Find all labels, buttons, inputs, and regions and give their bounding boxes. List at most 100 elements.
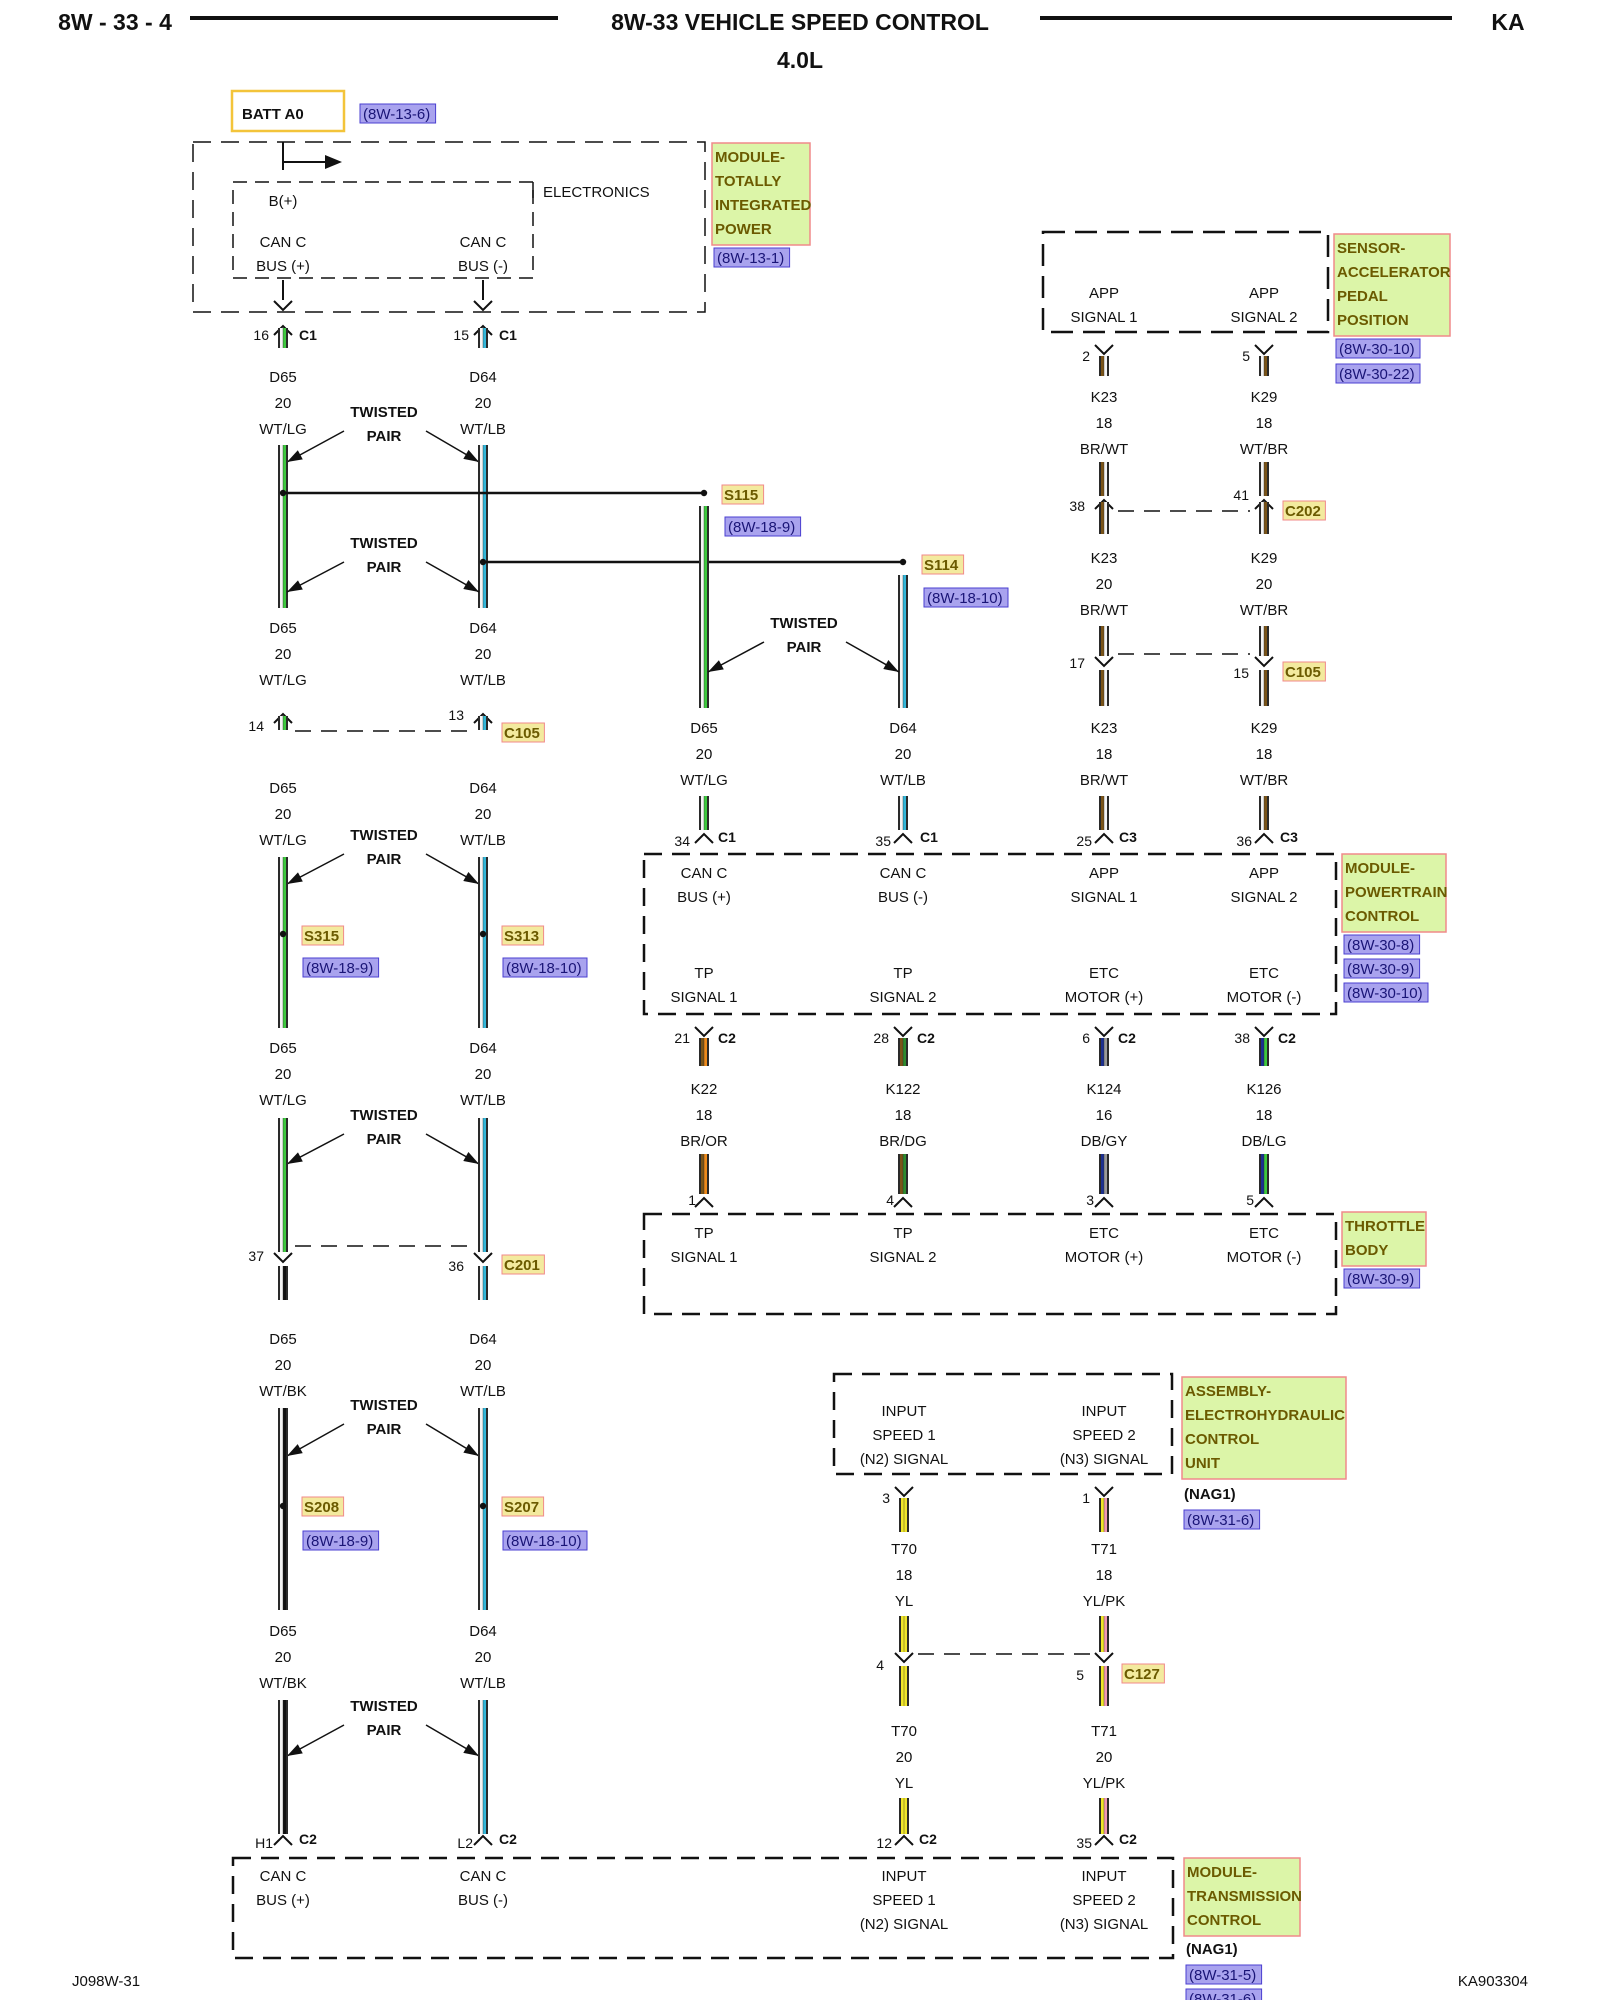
nag1-label: (NAG1) (1186, 1941, 1238, 1958)
arrowhead-icon (287, 1444, 303, 1456)
wire-d65-tracer (283, 1118, 286, 1252)
label: CAN C (260, 234, 307, 251)
arrow-right-icon (325, 155, 342, 169)
electronics-label: ELECTRONICS (543, 184, 650, 201)
component-name: TRANSMISSION (1187, 1888, 1302, 1905)
wire-d65-tracer (704, 506, 707, 708)
pin-number: 5 (1242, 348, 1250, 364)
wire-tracer (904, 1798, 907, 1834)
pcm-outline (642, 852, 1338, 1016)
wire-color-code: DB/GY (1081, 1133, 1128, 1150)
wire-tracer (1264, 626, 1267, 656)
pin-terminal-icon (1094, 1026, 1114, 1038)
connector-id: C1 (920, 829, 938, 845)
pin-terminal-icon (894, 1486, 914, 1498)
splice-tag (301, 925, 345, 946)
wire-tracer (1104, 1798, 1107, 1834)
label: INPUT (1082, 1868, 1127, 1885)
reference-link: (8W-13-1) (717, 250, 784, 267)
wire-d64 (478, 1700, 488, 1834)
pin-number: 36 (1236, 833, 1252, 849)
wire-gauge: 20 (475, 646, 492, 663)
splice-dot-icon (479, 1502, 487, 1510)
batt-a0-label: BATT A0 (242, 106, 304, 123)
pin-number: 3 (882, 1490, 890, 1506)
wire (1259, 796, 1269, 830)
label: INPUT (882, 1403, 927, 1420)
label: SPEED 2 (1072, 1427, 1135, 1444)
wire-circuit: D65 (269, 369, 297, 386)
wire-tracer (1104, 1616, 1107, 1652)
wire-circuit: T70 (891, 1541, 917, 1558)
wire-gauge: 20 (475, 1357, 492, 1374)
wire-d65-primary (280, 328, 283, 348)
twisted-pair-label: TWISTED (350, 535, 418, 552)
label: CAN C (460, 1868, 507, 1885)
wire-primary (701, 796, 704, 830)
connector-id: C202 (1285, 503, 1321, 520)
label: ETC (1089, 965, 1119, 982)
pin-number: 13 (448, 707, 464, 723)
wire-primary (1101, 1666, 1104, 1706)
wire-tb (898, 1154, 908, 1194)
component-name: SENSOR- (1337, 240, 1405, 257)
wire-gauge: 16 (1096, 1107, 1113, 1124)
label: SIGNAL 1 (1071, 889, 1138, 906)
splice-tag (921, 554, 965, 575)
wire-color-code: YL (895, 1593, 913, 1610)
wire-color-code: WT/LG (259, 832, 307, 849)
splice-id: S115 (724, 487, 758, 504)
pin-terminal-icon (694, 1196, 714, 1208)
wire-tracer (1264, 502, 1267, 534)
component-name: ASSEMBLY- (1185, 1383, 1271, 1400)
wire-d65-primary (280, 445, 283, 608)
pin-terminal-icon (1094, 1834, 1114, 1846)
label: SIGNAL 2 (1231, 889, 1298, 906)
label: SIGNAL 1 (671, 1249, 738, 1266)
wire-gauge: 18 (895, 1107, 912, 1124)
wire-d64-tracer (483, 1118, 486, 1252)
wire-color-code: DB/LG (1241, 1133, 1286, 1150)
wire-tb-tracer (1264, 1154, 1267, 1194)
connector-tag (1121, 1663, 1165, 1684)
wire-k23-tracer (1104, 356, 1107, 376)
pin-number: 1 (688, 1192, 696, 1208)
wire-d65-primary (280, 1118, 283, 1252)
wire-color-code: WT/BR (1240, 602, 1288, 619)
arrowhead-icon (708, 660, 724, 672)
wire (1099, 1666, 1109, 1706)
wire-d65 (278, 445, 288, 608)
wire-d65-tracer (283, 1266, 286, 1300)
pin-terminal-icon (894, 1652, 914, 1664)
label: BUS (+) (677, 889, 731, 906)
wire-circuit: K23 (1091, 389, 1118, 406)
wire-gauge: 18 (896, 1567, 913, 1584)
reference-link: (8W-31-6) (1187, 1512, 1254, 1529)
splice-tag (501, 1496, 545, 1517)
pin-terminal-icon (1094, 344, 1114, 356)
batt-a0-box (230, 89, 346, 133)
label: BUS (+) (256, 258, 310, 275)
wire-color-code: WT/LG (259, 1092, 307, 1109)
wire-circuit: K29 (1251, 720, 1278, 737)
wire-d64 (478, 445, 488, 608)
ref-tag (923, 587, 1009, 608)
ref-tag (302, 957, 380, 978)
wire-t71-tracer (1104, 1498, 1107, 1532)
pin-number: 28 (873, 1030, 889, 1046)
wire-t71-primary (1101, 1498, 1104, 1532)
wire-primary (901, 1798, 904, 1834)
splice-id: S114 (924, 557, 959, 574)
wire-circuit: T71 (1091, 1541, 1117, 1558)
wire-tb-primary (1261, 1038, 1264, 1066)
splice-id: S315 (304, 928, 339, 945)
label: (N2) SIGNAL (860, 1916, 948, 1933)
wire-color-code: WT/LG (680, 772, 728, 789)
label: (N3) SIGNAL (1060, 1916, 1148, 1933)
wire-tb-tracer (704, 1038, 707, 1066)
wire-circuit: K126 (1246, 1081, 1281, 1098)
reference-link: (8W-30-10) (1347, 985, 1423, 1002)
wire-tb-tracer (1104, 1154, 1107, 1194)
pin-number: 5 (1076, 1667, 1084, 1683)
wire-primary (1101, 670, 1104, 706)
